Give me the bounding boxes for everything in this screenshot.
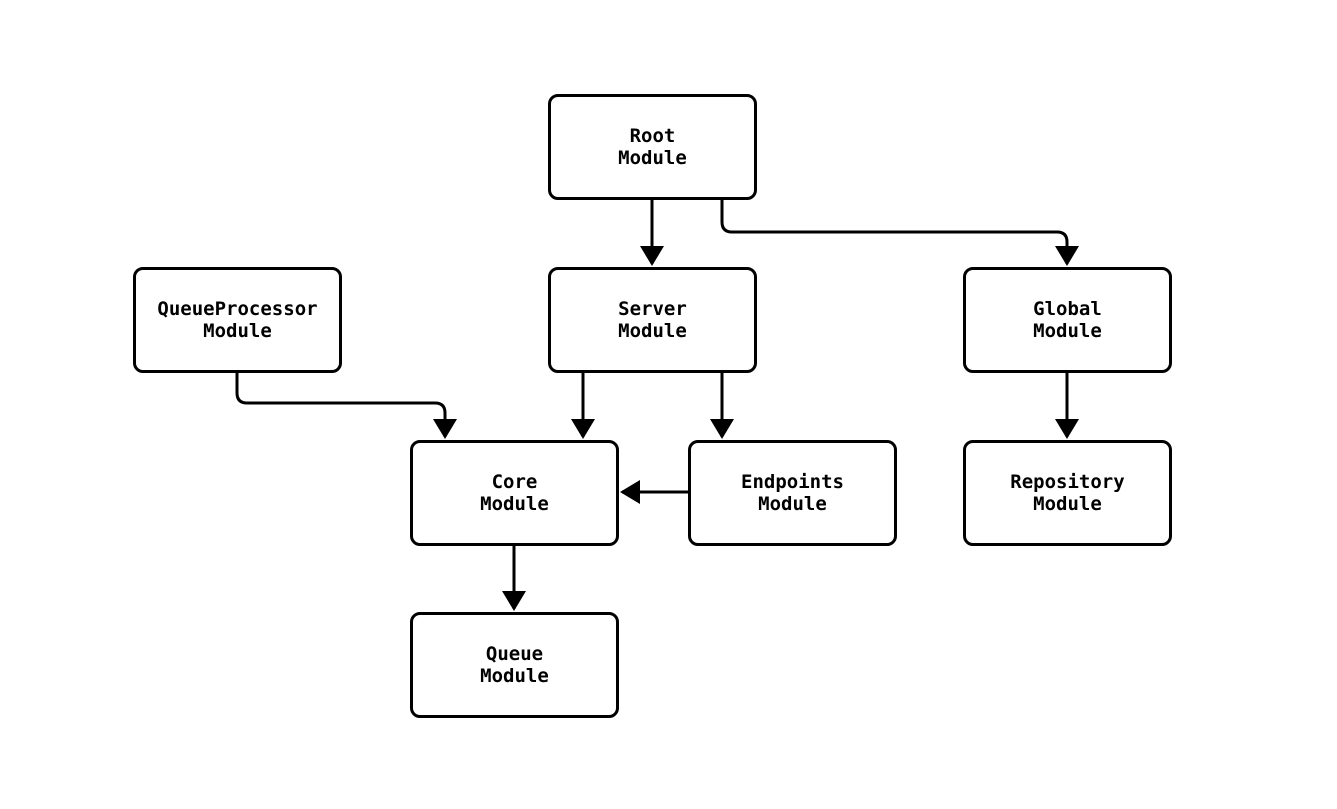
node-endpoints-module-label: Endpoints Module [741, 471, 844, 515]
node-queueprocessor-module-label: QueueProcessor Module [157, 298, 318, 342]
node-root-module-label: Root Module [618, 125, 687, 169]
node-queue-module: Queue Module [410, 612, 619, 718]
edge-root-to-global [720, 199, 1079, 266]
edge-queueprocessor-to-core [235, 373, 457, 439]
node-repository-module: Repository Module [963, 440, 1172, 546]
node-core-module: Core Module [410, 440, 619, 546]
node-global-module-label: Global Module [1033, 298, 1102, 342]
node-server-module: Server Module [548, 267, 757, 373]
node-global-module: Global Module [963, 267, 1172, 373]
node-server-module-label: Server Module [618, 298, 687, 342]
node-root-module: Root Module [548, 94, 757, 200]
node-queue-module-label: Queue Module [480, 643, 549, 687]
node-repository-module-label: Repository Module [1010, 471, 1125, 515]
node-queueprocessor-module: QueueProcessor Module [133, 267, 342, 373]
node-core-module-label: Core Module [480, 471, 549, 515]
node-endpoints-module: Endpoints Module [688, 440, 897, 546]
